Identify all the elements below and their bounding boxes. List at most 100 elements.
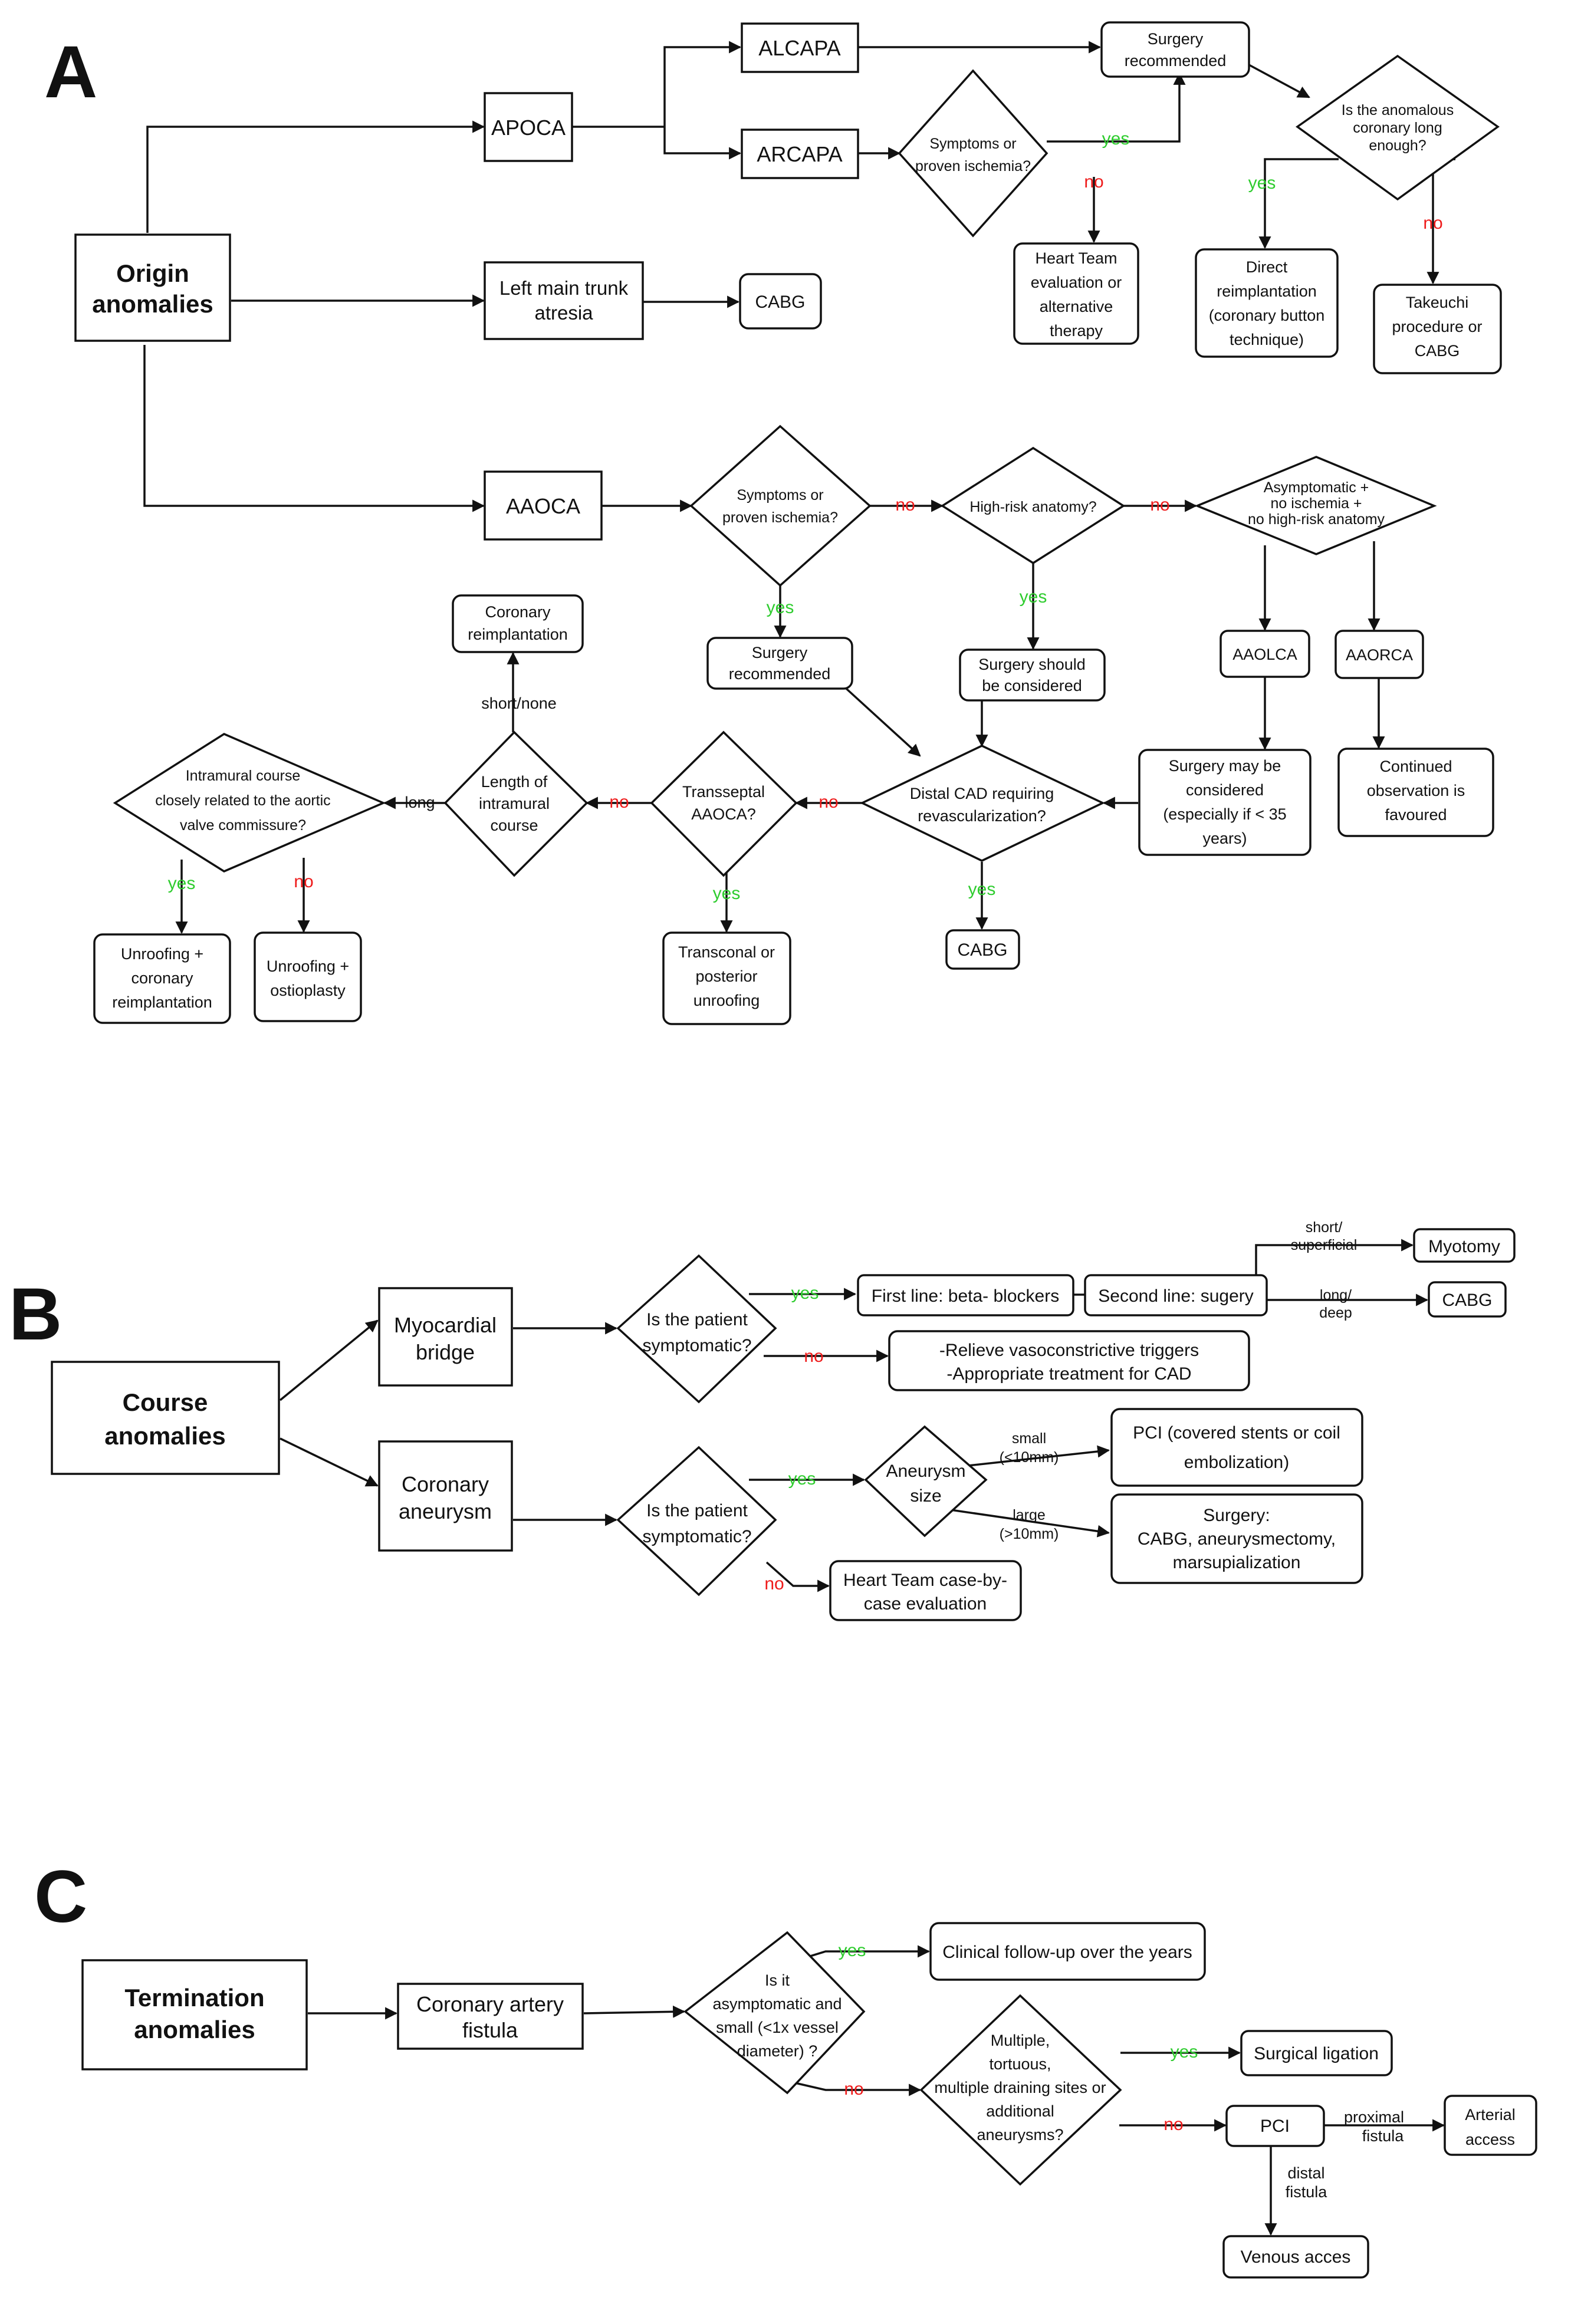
svg-text:observation is: observation is bbox=[1367, 782, 1465, 799]
edge-size-surgery-large bbox=[946, 1508, 1110, 1538]
edge-label-no: no bbox=[804, 1347, 823, 1366]
node-aaolca: AAOLCA bbox=[1220, 630, 1310, 678]
node-apoca: APOCA bbox=[484, 92, 573, 162]
node-high-risk-anatomy: High-risk anatomy? bbox=[940, 446, 1126, 565]
node-surgery-may: Surgery may be considered (especially if… bbox=[1138, 749, 1312, 856]
svg-text:Asymptomatic +: Asymptomatic + bbox=[1264, 479, 1369, 496]
edge-label-large: large bbox=[1013, 1507, 1046, 1523]
svg-text:CABG: CABG bbox=[957, 940, 1007, 960]
edge-label-no: no bbox=[609, 792, 629, 812]
svg-text:-Relieve vasoconstrictive trig: -Relieve vasoconstrictive triggers bbox=[939, 1341, 1199, 1360]
svg-text:Myotomy: Myotomy bbox=[1428, 1237, 1500, 1256]
panel-c-edge-labels: yes no yes no proximal fistula distal fi… bbox=[839, 1941, 1405, 2201]
svg-text:Intramural course: Intramural course bbox=[186, 768, 301, 784]
svg-text:be considered: be considered bbox=[982, 677, 1082, 694]
svg-text:(>10mm): (>10mm) bbox=[1000, 1526, 1059, 1542]
panel-label-a: A bbox=[44, 31, 97, 113]
node-surgery-recommended-top: Surgery recommended bbox=[1100, 21, 1250, 78]
edge-label-yes: yes bbox=[1171, 2042, 1198, 2062]
node-course-anomalies: Course anomalies bbox=[51, 1361, 280, 1475]
edge-fistula-asymptomatic bbox=[583, 2005, 686, 2018]
svg-text:Distal CAD requiring: Distal CAD requiring bbox=[910, 785, 1054, 802]
node-unroofing-ostioplasty: Unroofing + ostioplasty bbox=[254, 931, 362, 1022]
svg-text:reimplantation: reimplantation bbox=[468, 626, 568, 643]
svg-text:embolization): embolization) bbox=[1184, 1453, 1289, 1472]
svg-text:symptomatic?: symptomatic? bbox=[642, 1336, 751, 1355]
svg-text:diameter) ?: diameter) ? bbox=[737, 2042, 818, 2060]
svg-text:anomalies: anomalies bbox=[104, 1422, 225, 1450]
node-clinical-follow-up: Clinical follow-up over the years bbox=[929, 1922, 1206, 1981]
edge-label-yes: yes bbox=[1020, 587, 1047, 607]
svg-text:Direct: Direct bbox=[1246, 258, 1288, 276]
edge-label-no: no bbox=[895, 495, 915, 515]
svg-text:proven ischemia?: proven ischemia? bbox=[722, 509, 838, 526]
svg-text:posterior: posterior bbox=[695, 967, 757, 985]
edge-label-yes: yes bbox=[1102, 129, 1130, 149]
svg-text:Continued: Continued bbox=[1379, 758, 1452, 775]
svg-text:years): years) bbox=[1202, 829, 1247, 847]
node-second-line: Second line: sugery bbox=[1084, 1274, 1268, 1316]
svg-text:Heart Team: Heart Team bbox=[1035, 249, 1117, 267]
svg-text:tortuous,: tortuous, bbox=[989, 2055, 1051, 2073]
svg-text:aneurysm: aneurysm bbox=[399, 1499, 492, 1523]
node-venous-access: Venous acces bbox=[1222, 2235, 1369, 2279]
node-heart-team-b: Heart Team case-by- case evaluation bbox=[829, 1560, 1022, 1621]
node-origin-anomalies: Origin anomalies bbox=[74, 233, 231, 342]
edge-course-aneurysm bbox=[280, 1437, 379, 1487]
panel-label-b: B bbox=[9, 1273, 62, 1355]
svg-text:valve commissure?: valve commissure? bbox=[180, 817, 306, 834]
svg-text:Surgical ligation: Surgical ligation bbox=[1254, 2044, 1379, 2063]
edge-surgeryrec-distalcad bbox=[845, 687, 921, 757]
svg-text:procedure or: procedure or bbox=[1392, 318, 1482, 335]
node-surgery-recommended-aaoca: Surgery recommended bbox=[706, 637, 853, 690]
svg-text:Coronary: Coronary bbox=[402, 1472, 489, 1496]
edge-symptomatic-heartteam-no bbox=[765, 1561, 830, 1592]
svg-text:Coronary: Coronary bbox=[485, 603, 551, 621]
edge-label-no: no bbox=[819, 792, 838, 812]
panel-a-edge-labels: yes no yes no no no yes yes yes no yes n… bbox=[168, 129, 1443, 903]
svg-text:(coronary button: (coronary button bbox=[1209, 307, 1325, 324]
svg-text:Transseptal: Transseptal bbox=[682, 783, 765, 801]
edge-symptoms-surgery-yes bbox=[1047, 72, 1186, 143]
edge-course-myocardial bbox=[279, 1319, 379, 1401]
svg-text:ARCAPA: ARCAPA bbox=[757, 142, 842, 166]
node-continued-observation: Continued observation is favoured bbox=[1337, 748, 1494, 837]
svg-text:proven ischemia?: proven ischemia? bbox=[915, 158, 1031, 175]
edge-label-yes: yes bbox=[839, 1941, 866, 1960]
node-arcapa: ARCAPA bbox=[741, 129, 859, 179]
edge-label-yes: yes bbox=[968, 880, 996, 899]
svg-text:Is it: Is it bbox=[765, 1971, 790, 1989]
edge-label-short-none: short/none bbox=[481, 694, 557, 712]
node-multiple-tortuous: Multiple, tortuous, multiple draining si… bbox=[919, 1994, 1122, 2186]
edge-origin-aaoca bbox=[143, 345, 485, 512]
edge-secondline-myotomy bbox=[1255, 1239, 1414, 1279]
svg-text:unroofing: unroofing bbox=[693, 992, 760, 1009]
svg-text:recommended: recommended bbox=[1125, 52, 1227, 70]
node-coronary-reimplantation: Coronary reimplantation bbox=[452, 594, 584, 653]
svg-text:(especially if < 35: (especially if < 35 bbox=[1163, 805, 1286, 823]
svg-text:Termination: Termination bbox=[124, 1984, 264, 2012]
svg-text:AAORCA: AAORCA bbox=[1346, 646, 1413, 664]
svg-text:multiple draining sites or: multiple draining sites or bbox=[934, 2079, 1106, 2096]
node-unroofing-reimplantation: Unroofing + coronary reimplantation bbox=[93, 933, 231, 1024]
edge-label-no: no bbox=[1163, 2115, 1183, 2134]
svg-text:small (<1x vessel: small (<1x vessel bbox=[716, 2019, 839, 2036]
svg-text:evaluation or: evaluation or bbox=[1031, 274, 1122, 291]
svg-text:Unroofing +: Unroofing + bbox=[121, 945, 203, 963]
node-aaoca: AAOCA bbox=[484, 470, 603, 541]
node-cabg-distal: CABG bbox=[945, 929, 1020, 970]
svg-text:CABG: CABG bbox=[755, 292, 805, 312]
svg-text:Symptoms or: Symptoms or bbox=[929, 136, 1016, 152]
edge-label-yes: yes bbox=[791, 1283, 819, 1303]
node-coronary-artery-fistula: Coronary artery fistula bbox=[397, 1983, 584, 2050]
svg-text:access: access bbox=[1465, 2131, 1515, 2148]
svg-text:CABG, aneurysmectomy,: CABG, aneurysmectomy, bbox=[1138, 1529, 1336, 1549]
node-coronary-aneurysm: Coronary aneurysm bbox=[378, 1440, 513, 1552]
svg-text:Venous acces: Venous acces bbox=[1241, 2247, 1351, 2267]
svg-text:Is the patient: Is the patient bbox=[646, 1501, 748, 1520]
node-termination-anomalies: Termination anomalies bbox=[81, 1959, 308, 2070]
panel-c: C yes no yes no proximal fistula distal … bbox=[34, 1856, 1537, 2279]
edge-label-no: no bbox=[1084, 172, 1103, 192]
svg-text:favoured: favoured bbox=[1385, 806, 1447, 824]
edge-label-proximal-fistula: proximal bbox=[1344, 2108, 1404, 2126]
